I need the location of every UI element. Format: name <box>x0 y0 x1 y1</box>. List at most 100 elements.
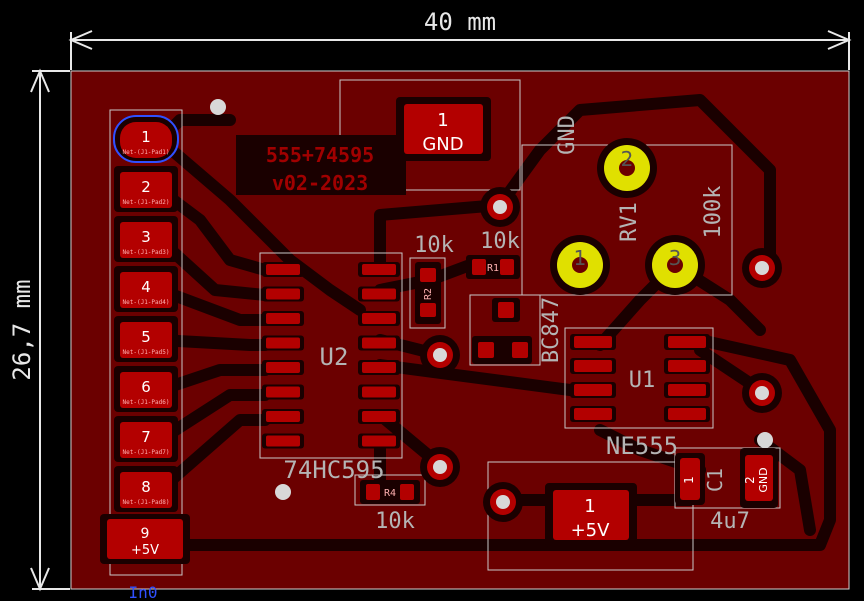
r1-resistor: R1 <box>466 255 520 279</box>
u2-pad-7 <box>262 409 304 424</box>
vcc-pad: 1 +5V <box>545 483 637 547</box>
u2-pad-1 <box>262 262 304 277</box>
u2-pads <box>262 262 400 449</box>
c1-pin2: 2 <box>743 476 757 484</box>
title-line1: 555+74595 <box>266 143 374 167</box>
q1-transistor <box>472 298 532 364</box>
connector-pin-num: 1 <box>141 128 151 146</box>
vcc-pad-net: +5V <box>571 520 611 541</box>
u2-pad-11 <box>358 384 400 400</box>
connector-pin-9: 9+5V <box>100 514 190 564</box>
u2-pad-10 <box>358 409 400 424</box>
u2-pad-8 <box>262 433 304 449</box>
connector-pin-net: Net-(J1-Pad1) <box>123 149 170 156</box>
c1-value: 4u7 <box>710 509 750 534</box>
r2-value: 10k <box>414 233 454 258</box>
c1-capacitor: 1 2 GND <box>675 448 778 508</box>
r1-ref: R1 <box>487 263 499 274</box>
outlines <box>109 79 781 576</box>
connector-pin-num: 2 <box>141 178 151 196</box>
rv1-ref: RV1 <box>617 202 642 242</box>
gnd-pad-net: GND <box>422 134 463 155</box>
u2-value: 74HC595 <box>283 456 384 484</box>
u1-pad-4 <box>570 406 616 422</box>
rv1-pot: 2 1 3 <box>550 138 705 295</box>
u1-pad-1 <box>570 334 616 350</box>
connector-pin-num: 8 <box>141 478 151 496</box>
u2-pad-13 <box>358 335 400 351</box>
connector-pin-num: 5 <box>141 328 151 346</box>
vias <box>210 99 782 522</box>
u1-pad-2 <box>570 358 616 374</box>
connector-ref: In0 <box>129 583 158 601</box>
connector-pin-net: Net-(J1-Pad7) <box>123 449 170 456</box>
width-dimension <box>68 30 852 70</box>
q1-value: BC847 <box>539 297 564 363</box>
c1-net2: GND <box>757 467 770 492</box>
c1-pin1: 1 <box>682 476 696 484</box>
c1-ref: C1 <box>703 468 727 492</box>
u1-pad-8 <box>664 334 710 350</box>
r4-resistor: R4 <box>360 480 420 504</box>
rv1-pin3: 3 <box>669 246 682 270</box>
connector-pin-num: 9 <box>141 526 150 542</box>
u2-pad-9 <box>358 433 400 449</box>
u1-value: NE555 <box>606 432 678 460</box>
rv1-pin2: 2 <box>621 147 634 171</box>
connector-pin-net: Net-(J1-Pad8) <box>123 499 170 506</box>
r4-value: 10k <box>375 509 415 534</box>
height-dimension <box>30 68 70 592</box>
u1-pad-3 <box>570 382 616 398</box>
u1-pad-6 <box>664 382 710 398</box>
u2-ref: U2 <box>320 343 349 371</box>
r2-ref: R2 <box>423 288 434 300</box>
r2-resistor: R2 <box>415 262 441 324</box>
u1-pads <box>570 334 710 422</box>
connector-pin-net: +5V <box>131 543 159 558</box>
u2-pad-3 <box>262 311 304 326</box>
width-label: 40 mm <box>424 8 496 36</box>
height-label: 26,7 mm <box>8 279 36 380</box>
u2-pad-2 <box>262 286 304 302</box>
u2-pad-16 <box>358 262 400 277</box>
title-line2: v02-2023 <box>272 171 368 195</box>
board-edge <box>70 70 850 590</box>
r1-value: 10k <box>480 229 520 254</box>
rv1-gnd-label: GND <box>555 115 580 155</box>
connector-pin-num: 7 <box>141 428 151 446</box>
rv1-value: 100k <box>701 186 726 239</box>
connector-pin-net: Net-(J1-Pad2) <box>123 199 170 206</box>
connector-j1: 1Net-(J1-Pad1)2Net-(J1-Pad2)3Net-(J1-Pad… <box>100 115 190 564</box>
connector-pin-num: 3 <box>141 228 151 246</box>
connector-pin-num: 6 <box>141 378 151 396</box>
connector-pin-net: Net-(J1-Pad5) <box>123 349 170 356</box>
connector-pin-net: Net-(J1-Pad6) <box>123 399 170 406</box>
connector-pin-net: Net-(J1-Pad4) <box>123 299 170 306</box>
u1-ref: U1 <box>629 368 656 393</box>
u1-pad-5 <box>664 406 710 422</box>
connector-pin-net: Net-(J1-Pad3) <box>123 249 170 256</box>
u2-pad-4 <box>262 335 304 351</box>
u2-pad-5 <box>262 360 304 375</box>
connector-pin-num: 4 <box>141 278 151 296</box>
u2-pad-14 <box>358 311 400 326</box>
u2-pad-6 <box>262 384 304 400</box>
u2-pad-12 <box>358 360 400 375</box>
title-backdrop <box>236 135 406 195</box>
vcc-pad-num: 1 <box>584 496 595 517</box>
u1-pad-7 <box>664 358 710 374</box>
gnd-pad: 1 GND <box>396 97 491 161</box>
rv1-pin1: 1 <box>574 246 587 270</box>
gnd-pad-num: 1 <box>437 110 448 131</box>
u2-pad-15 <box>358 286 400 302</box>
r4-ref: R4 <box>384 488 396 499</box>
